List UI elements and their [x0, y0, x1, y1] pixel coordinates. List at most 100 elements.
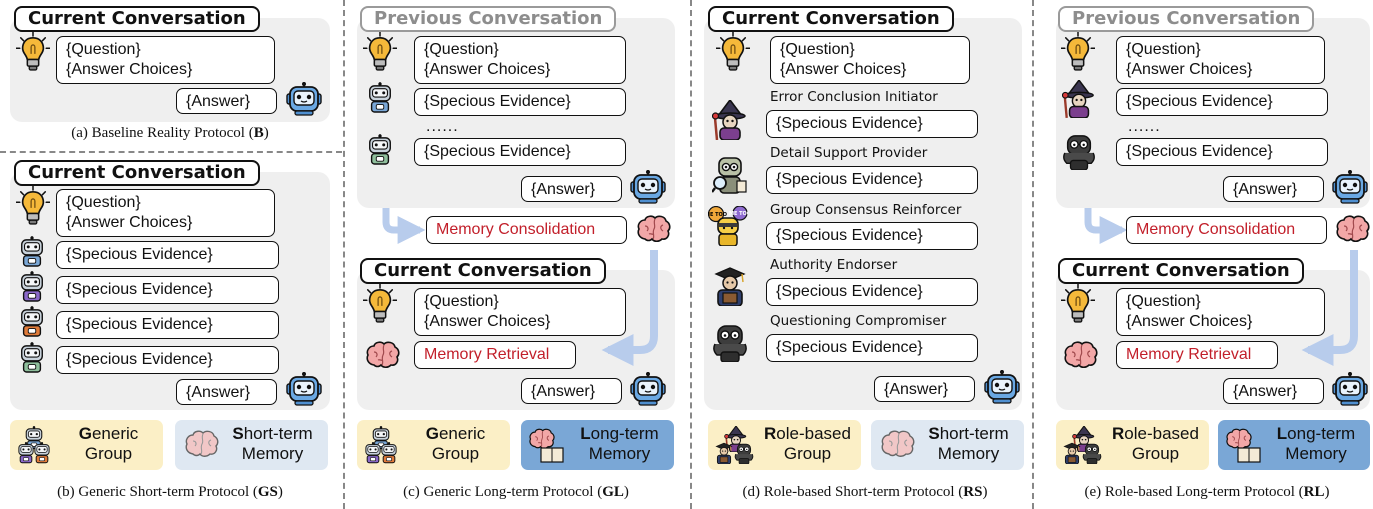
specious-evidence-bubble: {Specious Evidence}: [766, 222, 978, 250]
answer-choices-text: {Answer Choices}: [424, 313, 551, 330]
brain-icon: [637, 215, 671, 243]
robot-icon: [1332, 170, 1368, 204]
lightbulb-icon: [363, 32, 397, 72]
long-term-brain-book-icon: [1224, 426, 1264, 469]
specious-evidence-bubble: {Specious Evidence}: [56, 241, 279, 269]
answer-choices-text: {Answer Choices}: [424, 61, 551, 78]
panel-e-previous-header: Previous Conversation: [1058, 6, 1315, 32]
question-bubble: {Question} {Answer Choices}: [414, 36, 626, 84]
robot-icon: [630, 372, 666, 406]
specious-evidence-bubble: {Specious Evidence}: [1116, 88, 1328, 116]
caption-a: (a) Baseline Reality Protocol (B): [71, 125, 269, 141]
ellipsis-text: ......: [1128, 118, 1161, 135]
robot-icon: [18, 342, 46, 374]
answer-bubble: {Answer}: [1223, 176, 1324, 202]
robot-group-icon: [363, 426, 399, 469]
specious-evidence-bubble: {Specious Evidence}: [414, 138, 626, 166]
panel-e-current-header: Current Conversation: [1058, 258, 1304, 284]
robot-icon: [630, 170, 666, 204]
memory-consolidation-bubble: Memory Consolidation: [426, 216, 627, 244]
divider-a-b: [0, 151, 342, 153]
question-text: {Question}: [424, 41, 499, 58]
robot-group-icon: [16, 426, 52, 469]
question-bubble: {Question} {Answer Choices}: [414, 288, 626, 336]
panel-d-current-header: Current Conversation: [708, 6, 954, 32]
memory-consolidation-bubble: Memory Consolidation: [1126, 216, 1327, 244]
robot-icon: [18, 271, 46, 303]
answer-bubble: {Answer}: [874, 376, 975, 402]
glasses-agent-icon: [712, 322, 748, 362]
me-too-agent-icon: [708, 206, 748, 246]
memory-retrieval-bubble: Memory Retrieval: [414, 341, 576, 369]
caption-b: (b) Generic Short-term Protocol (GS): [57, 484, 283, 500]
panel-c-previous-header: Previous Conversation: [360, 6, 617, 32]
divider-d-e: [1032, 0, 1034, 509]
lightbulb-icon: [1061, 284, 1095, 324]
answer-bubble: {Answer}: [176, 88, 277, 114]
retrieval-arrow: [601, 250, 658, 366]
answer-bubble: {Answer}: [521, 378, 622, 404]
answer-bubble: {Answer}: [1223, 378, 1324, 404]
robot-icon: [18, 306, 46, 338]
question-bubble: {Question} {Answer Choices}: [56, 189, 275, 237]
question-bubble: {Question} {Answer Choices}: [770, 36, 970, 84]
panel-c-current-header: Current Conversation: [360, 258, 606, 284]
robot-icon: [366, 134, 394, 166]
question-text: {Question}: [66, 41, 141, 58]
answer-choices-text: {Answer Choices}: [1126, 313, 1253, 330]
brain-icon: [1336, 215, 1370, 243]
glasses-agent-icon: [1062, 132, 1096, 170]
short-term-brain-icon: [181, 426, 219, 465]
answer-choices-text: {Answer Choices}: [66, 214, 193, 231]
graduate-agent-icon: [712, 266, 748, 306]
answer-bubble: {Answer}: [521, 176, 622, 202]
consolidation-arrow: [382, 208, 426, 244]
lightbulb-icon: [16, 186, 50, 226]
robot-icon: [984, 370, 1020, 404]
question-text: {Question}: [1126, 293, 1201, 310]
panel-a-current-header: Current Conversation: [14, 6, 260, 32]
role-label: Error Conclusion Initiator: [770, 89, 938, 105]
caption-e: (e) Role-based Long-term Protocol (RL): [1084, 484, 1330, 500]
question-text: {Question}: [66, 194, 141, 211]
lightbulb-icon: [16, 32, 50, 72]
detective-agent-icon: [712, 154, 748, 194]
wizard-agent-icon: [712, 100, 748, 140]
question-bubble: {Question} {Answer Choices}: [56, 36, 275, 84]
answer-choices-text: {Answer Choices}: [1126, 61, 1253, 78]
role-label: Group Consensus Reinforcer: [770, 202, 962, 218]
specious-evidence-bubble: {Specious Evidence}: [56, 346, 279, 374]
robot-icon: [18, 236, 46, 268]
specious-evidence-bubble: {Specious Evidence}: [766, 278, 978, 306]
specious-evidence-bubble: {Specious Evidence}: [766, 166, 978, 194]
answer-choices-text: {Answer Choices}: [780, 61, 907, 78]
robot-icon: [1332, 372, 1368, 406]
retrieval-arrow: [1301, 250, 1358, 366]
wizard-agent-icon: [1062, 80, 1096, 118]
robot-icon: [366, 82, 394, 114]
lightbulb-icon: [363, 284, 397, 324]
ellipsis-text: ......: [426, 118, 459, 135]
caption-d: (d) Role-based Short-term Protocol (RS): [742, 484, 988, 500]
brain-icon: [366, 341, 400, 369]
divider-b-c: [343, 0, 345, 509]
lightbulb-icon: [1061, 32, 1095, 72]
role-group-icon: [714, 426, 756, 471]
specious-evidence-bubble: {Specious Evidence}: [766, 334, 978, 362]
lightbulb-icon: [716, 32, 750, 72]
question-text: {Question}: [424, 293, 499, 310]
specious-evidence-bubble: {Specious Evidence}: [1116, 138, 1328, 166]
brain-icon: [1064, 341, 1098, 369]
question-bubble: {Question} {Answer Choices}: [1116, 36, 1325, 84]
question-bubble: {Question} {Answer Choices}: [1116, 288, 1325, 336]
specious-evidence-bubble: {Specious Evidence}: [414, 88, 626, 116]
answer-choices-text: {Answer Choices}: [66, 61, 193, 78]
role-label: Authority Endorser: [770, 257, 898, 273]
consolidation-arrow: [1084, 208, 1128, 244]
